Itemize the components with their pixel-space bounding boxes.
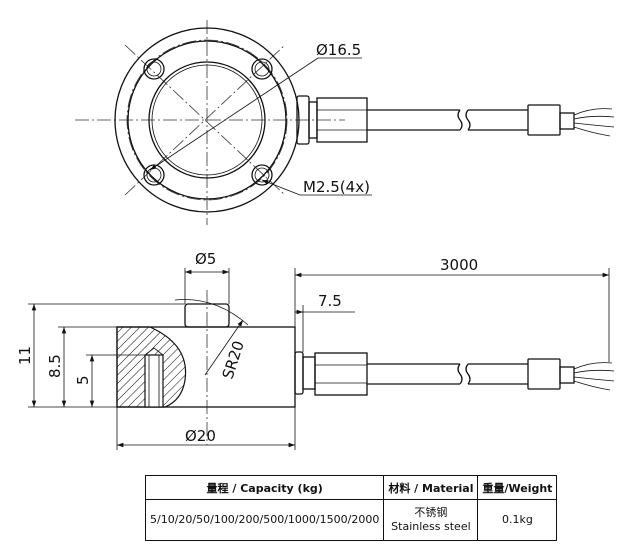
table-row: 5/10/20/50/100/200/500/1000/1500/2000 不锈… [144, 499, 558, 541]
height-body-label: 8.5 [46, 354, 64, 378]
material-header: 材料 / Material [383, 475, 479, 500]
cable-length-label: 3000 [440, 256, 478, 274]
side-cable-assembly [294, 351, 615, 396]
top-cable-assembly [296, 95, 615, 145]
material-zh: 不锈钢 [414, 506, 448, 519]
spec-table: 量程 / Capacity (kg) 材料 / Material 重量/Weig… [144, 475, 558, 541]
radius-arc [174, 299, 249, 326]
bolt-circle [126, 39, 288, 201]
diagonal-centerline-a [124, 44, 286, 196]
threaded-hole [144, 354, 164, 408]
radius-leader [204, 319, 244, 376]
thread-leader [261, 179, 301, 196]
loading-surface-circle [148, 61, 266, 179]
thread-label: M2.5(4x) [303, 178, 370, 196]
material-cell: 不锈钢 Stainless steel [383, 499, 479, 541]
cable-offset-label: 7.5 [318, 292, 342, 310]
side-view: SR20 Ø5 Ø20 11 8.5 5 [16, 250, 615, 450]
body-diameter-label: Ø20 [185, 427, 216, 445]
top-view: Ø16.5 M2.5(4x) [75, 20, 615, 225]
capacity-cell: 5/10/20/50/100/200/500/1000/1500/2000 [144, 499, 385, 541]
table-header-row: 量程 / Capacity (kg) 材料 / Material 重量/Weig… [144, 475, 558, 500]
height-total-label: 11 [16, 346, 34, 365]
mounting-holes [143, 58, 273, 186]
capacity-header: 量程 / Capacity (kg) [144, 475, 385, 500]
diameter-leader [149, 57, 319, 171]
diagonal-centerline-b [124, 44, 286, 196]
body-rim-circle [127, 40, 287, 200]
weight-cell: 0.1kg [477, 499, 558, 541]
material-en: Stainless steel [391, 520, 471, 533]
hole-depth-label: 5 [74, 375, 92, 385]
loading-surface-inner-circle [151, 64, 263, 176]
diameter-label: Ø16.5 [316, 41, 361, 59]
radius-label: SR20 [219, 339, 248, 382]
weight-header: 重量/Weight [477, 475, 558, 500]
body-outer-circle [114, 27, 300, 213]
button-diameter-label: Ø5 [195, 250, 216, 268]
